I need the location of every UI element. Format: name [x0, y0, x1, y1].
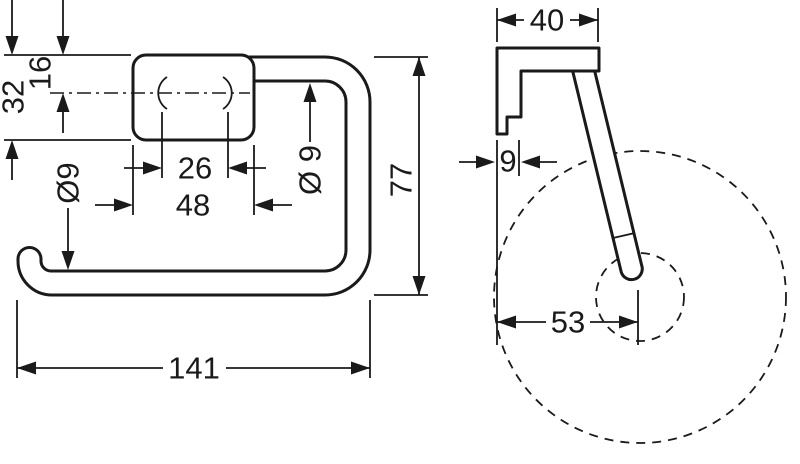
holder-bar-outline [16, 55, 372, 297]
front-view: 32 16 Ø9 26 48 [0, 0, 428, 386]
arrowhead-right-icon [476, 155, 495, 169]
mounting-plate [131, 53, 256, 142]
paper-roll-outline [493, 150, 787, 444]
dim-label-hole-offset: 16 [23, 56, 58, 90]
arrowhead-right-icon [114, 198, 133, 212]
dim-label-overall-height: 77 [384, 163, 419, 197]
arrowhead-down-icon [412, 276, 426, 295]
side-view: 40 9 53 [459, 3, 787, 444]
dim-hook-diameter: Ø9 [51, 162, 86, 270]
dim-label-hole-spacing: 26 [178, 151, 212, 186]
arrowhead-right-icon [579, 13, 598, 27]
dim-depth: 40 [497, 3, 598, 38]
dim-plate-width: 48 [95, 188, 292, 223]
arrowhead-left-icon [228, 161, 247, 175]
dim-label-plate-thickness: 9 [499, 144, 516, 179]
dim-plate-thickness: 9 [459, 144, 557, 179]
arrowhead-left-icon [254, 198, 273, 212]
dim-overall-width: 141 [17, 351, 370, 386]
dim-label-plate-width: 48 [176, 188, 210, 223]
dim-label-bar-diameter: Ø 9 [293, 145, 328, 195]
right-hole-arc [222, 76, 233, 110]
dim-label-depth: 40 [530, 3, 564, 38]
dim-hole-offset: 16 [23, 0, 70, 133]
arrowhead-left-icon [497, 13, 516, 27]
dim-overall-height: 77 [384, 57, 426, 295]
arrowhead-left-icon [497, 315, 516, 329]
arrowhead-left-icon [521, 155, 540, 169]
arrowhead-down-icon [61, 251, 75, 270]
dim-hole-spacing: 26 [124, 151, 266, 186]
dim-label-roll-center-offset: 53 [551, 305, 585, 340]
dim-label-overall-width: 141 [168, 351, 220, 386]
left-hole-arc [157, 76, 168, 110]
dim-bar-diameter: Ø 9 [293, 83, 328, 195]
arrowhead-left-icon [17, 361, 36, 375]
dim-label-plate-height: 32 [0, 80, 31, 114]
arrowhead-up-icon [56, 93, 70, 112]
dim-roll-center-offset: 53 [497, 305, 638, 340]
arrowhead-up-icon [303, 83, 317, 102]
arrowhead-up-icon [5, 140, 19, 159]
dim-label-hook-diameter: Ø9 [51, 162, 86, 203]
arrowhead-up-icon [412, 57, 426, 76]
roll-arm-side [568, 58, 644, 282]
arrowhead-right-icon [619, 315, 638, 329]
arrowhead-down-icon [5, 36, 19, 55]
dim-plate-height: 32 [0, 0, 31, 180]
paper-roll-core [595, 252, 685, 342]
arrowhead-right-icon [351, 361, 370, 375]
arrowhead-down-icon [56, 36, 70, 55]
wall-bracket-side [495, 46, 601, 136]
arrowhead-right-icon [143, 161, 162, 175]
roll-arm-tip-line [612, 232, 635, 239]
